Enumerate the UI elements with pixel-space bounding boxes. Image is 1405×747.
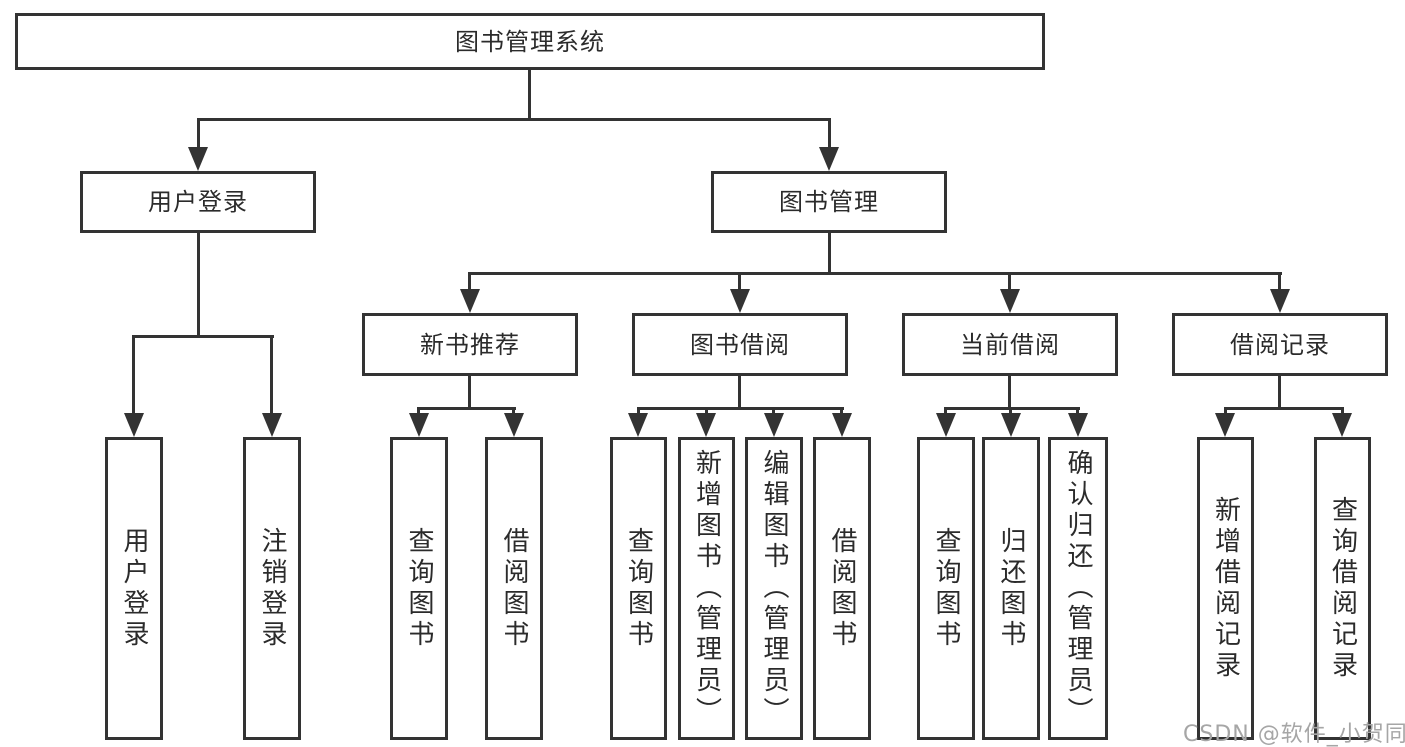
- arrow-down-icon: [504, 413, 524, 437]
- arrow-down-icon: [936, 413, 956, 437]
- arrow-down-icon: [730, 289, 750, 313]
- connector-leaf-user-login-stem: [132, 335, 135, 415]
- arrow-down-icon: [409, 413, 429, 437]
- node-book-borrow: 图书借阅: [632, 313, 848, 376]
- connector-groupC-bar: [944, 407, 1080, 410]
- connector-leafC1-stem: [944, 407, 947, 417]
- connector-recommend-stem: [468, 272, 471, 292]
- connector-groupD-bar: [1224, 407, 1343, 410]
- arrow-down-icon: [764, 413, 784, 437]
- connector-leafB4-stem: [840, 407, 843, 417]
- leaf-borrow-books-borrow: 借阅图书: [813, 437, 871, 740]
- connector-leafB2-stem: [705, 407, 708, 417]
- leaf-confirm-return-admin: 确认归还（管理员）: [1048, 437, 1108, 740]
- connector-leafC3-stem: [1076, 407, 1079, 417]
- connector-leafB1-stem: [637, 407, 640, 417]
- leaf-edit-book-admin: 编辑图书（管理员）: [745, 437, 803, 740]
- node-book-management: 图书管理: [711, 171, 947, 233]
- leaf-user-login: 用户登录: [105, 437, 163, 740]
- arrow-down-icon: [1270, 289, 1290, 313]
- node-user-login: 用户登录: [80, 171, 316, 233]
- connector-groupA-down: [468, 376, 471, 410]
- arrow-down-icon: [628, 413, 648, 437]
- connector-leafB3-stem: [772, 407, 775, 417]
- connector-current-stem: [1008, 272, 1011, 292]
- leaf-add-book-admin: 新增图书（管理员）: [678, 437, 735, 740]
- connector-groupB-bar: [637, 407, 844, 410]
- connector-leafD1-stem: [1224, 407, 1227, 417]
- connector-level3-bar: [468, 272, 1282, 275]
- node-new-book-recommend: 新书推荐: [362, 313, 578, 376]
- leaf-query-books-recommend: 查询图书: [390, 437, 448, 740]
- node-current-borrow: 当前借阅: [902, 313, 1118, 376]
- connector-leafD2-stem: [1341, 407, 1344, 417]
- arrow-down-icon: [262, 413, 282, 437]
- leaf-borrow-books-recommend: 借阅图书: [485, 437, 543, 740]
- arrow-down-icon: [1068, 413, 1088, 437]
- arrow-down-icon: [460, 289, 480, 313]
- connector-leafA2-stem: [512, 407, 515, 417]
- arrow-down-icon: [124, 413, 144, 437]
- arrow-down-icon: [832, 413, 852, 437]
- connector-borrow-stem: [738, 272, 741, 292]
- arrow-down-icon: [1215, 413, 1235, 437]
- leaf-query-books-current: 查询图书: [917, 437, 975, 740]
- leaf-add-borrow-record: 新增借阅记录: [1197, 437, 1254, 740]
- connector-book-mgmt-stem: [828, 118, 831, 150]
- arrow-down-icon: [1000, 289, 1020, 313]
- connector-leafC2-stem: [1009, 407, 1012, 417]
- connector-groupB-down: [738, 376, 741, 410]
- connector-groupD-down: [1278, 376, 1281, 410]
- arrow-down-icon: [1001, 413, 1021, 437]
- connector-user-login-stem: [197, 118, 200, 150]
- connector-groupC-down: [1008, 376, 1011, 410]
- connector-leaf-logout-stem: [270, 335, 273, 415]
- connector-groupA-bar: [417, 407, 516, 410]
- arrow-down-icon: [188, 147, 208, 171]
- connector-level2-bar: [197, 118, 831, 121]
- connector-user-login-down: [197, 233, 200, 337]
- csdn-watermark: CSDN @软件_小贺同学: [1183, 722, 1405, 747]
- node-root: 图书管理系统: [15, 13, 1045, 70]
- connector-user-login-bar: [132, 335, 274, 338]
- node-borrow-records: 借阅记录: [1172, 313, 1388, 376]
- leaf-return-books: 归还图书: [982, 437, 1040, 740]
- leaf-logout: 注销登录: [243, 437, 301, 740]
- arrow-down-icon: [1332, 413, 1352, 437]
- arrow-down-icon: [696, 413, 716, 437]
- connector-leafA1-stem: [417, 407, 420, 417]
- connector-records-stem: [1278, 272, 1281, 292]
- connector-root-stem: [528, 70, 531, 118]
- leaf-query-borrow-record: 查询借阅记录: [1314, 437, 1371, 740]
- arrow-down-icon: [819, 147, 839, 171]
- leaf-query-books-borrow: 查询图书: [610, 437, 667, 740]
- connector-book-mgmt-down: [828, 233, 831, 274]
